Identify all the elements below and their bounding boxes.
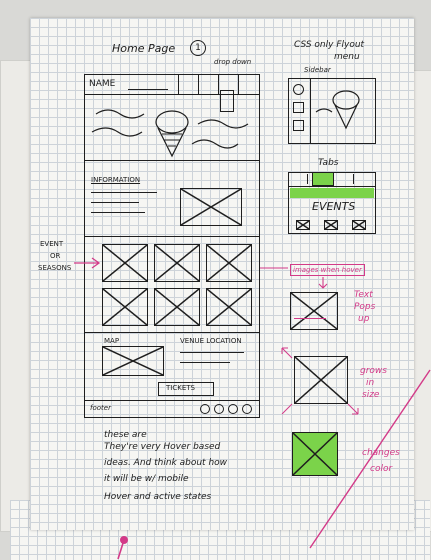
push-pin-left	[120, 536, 128, 544]
